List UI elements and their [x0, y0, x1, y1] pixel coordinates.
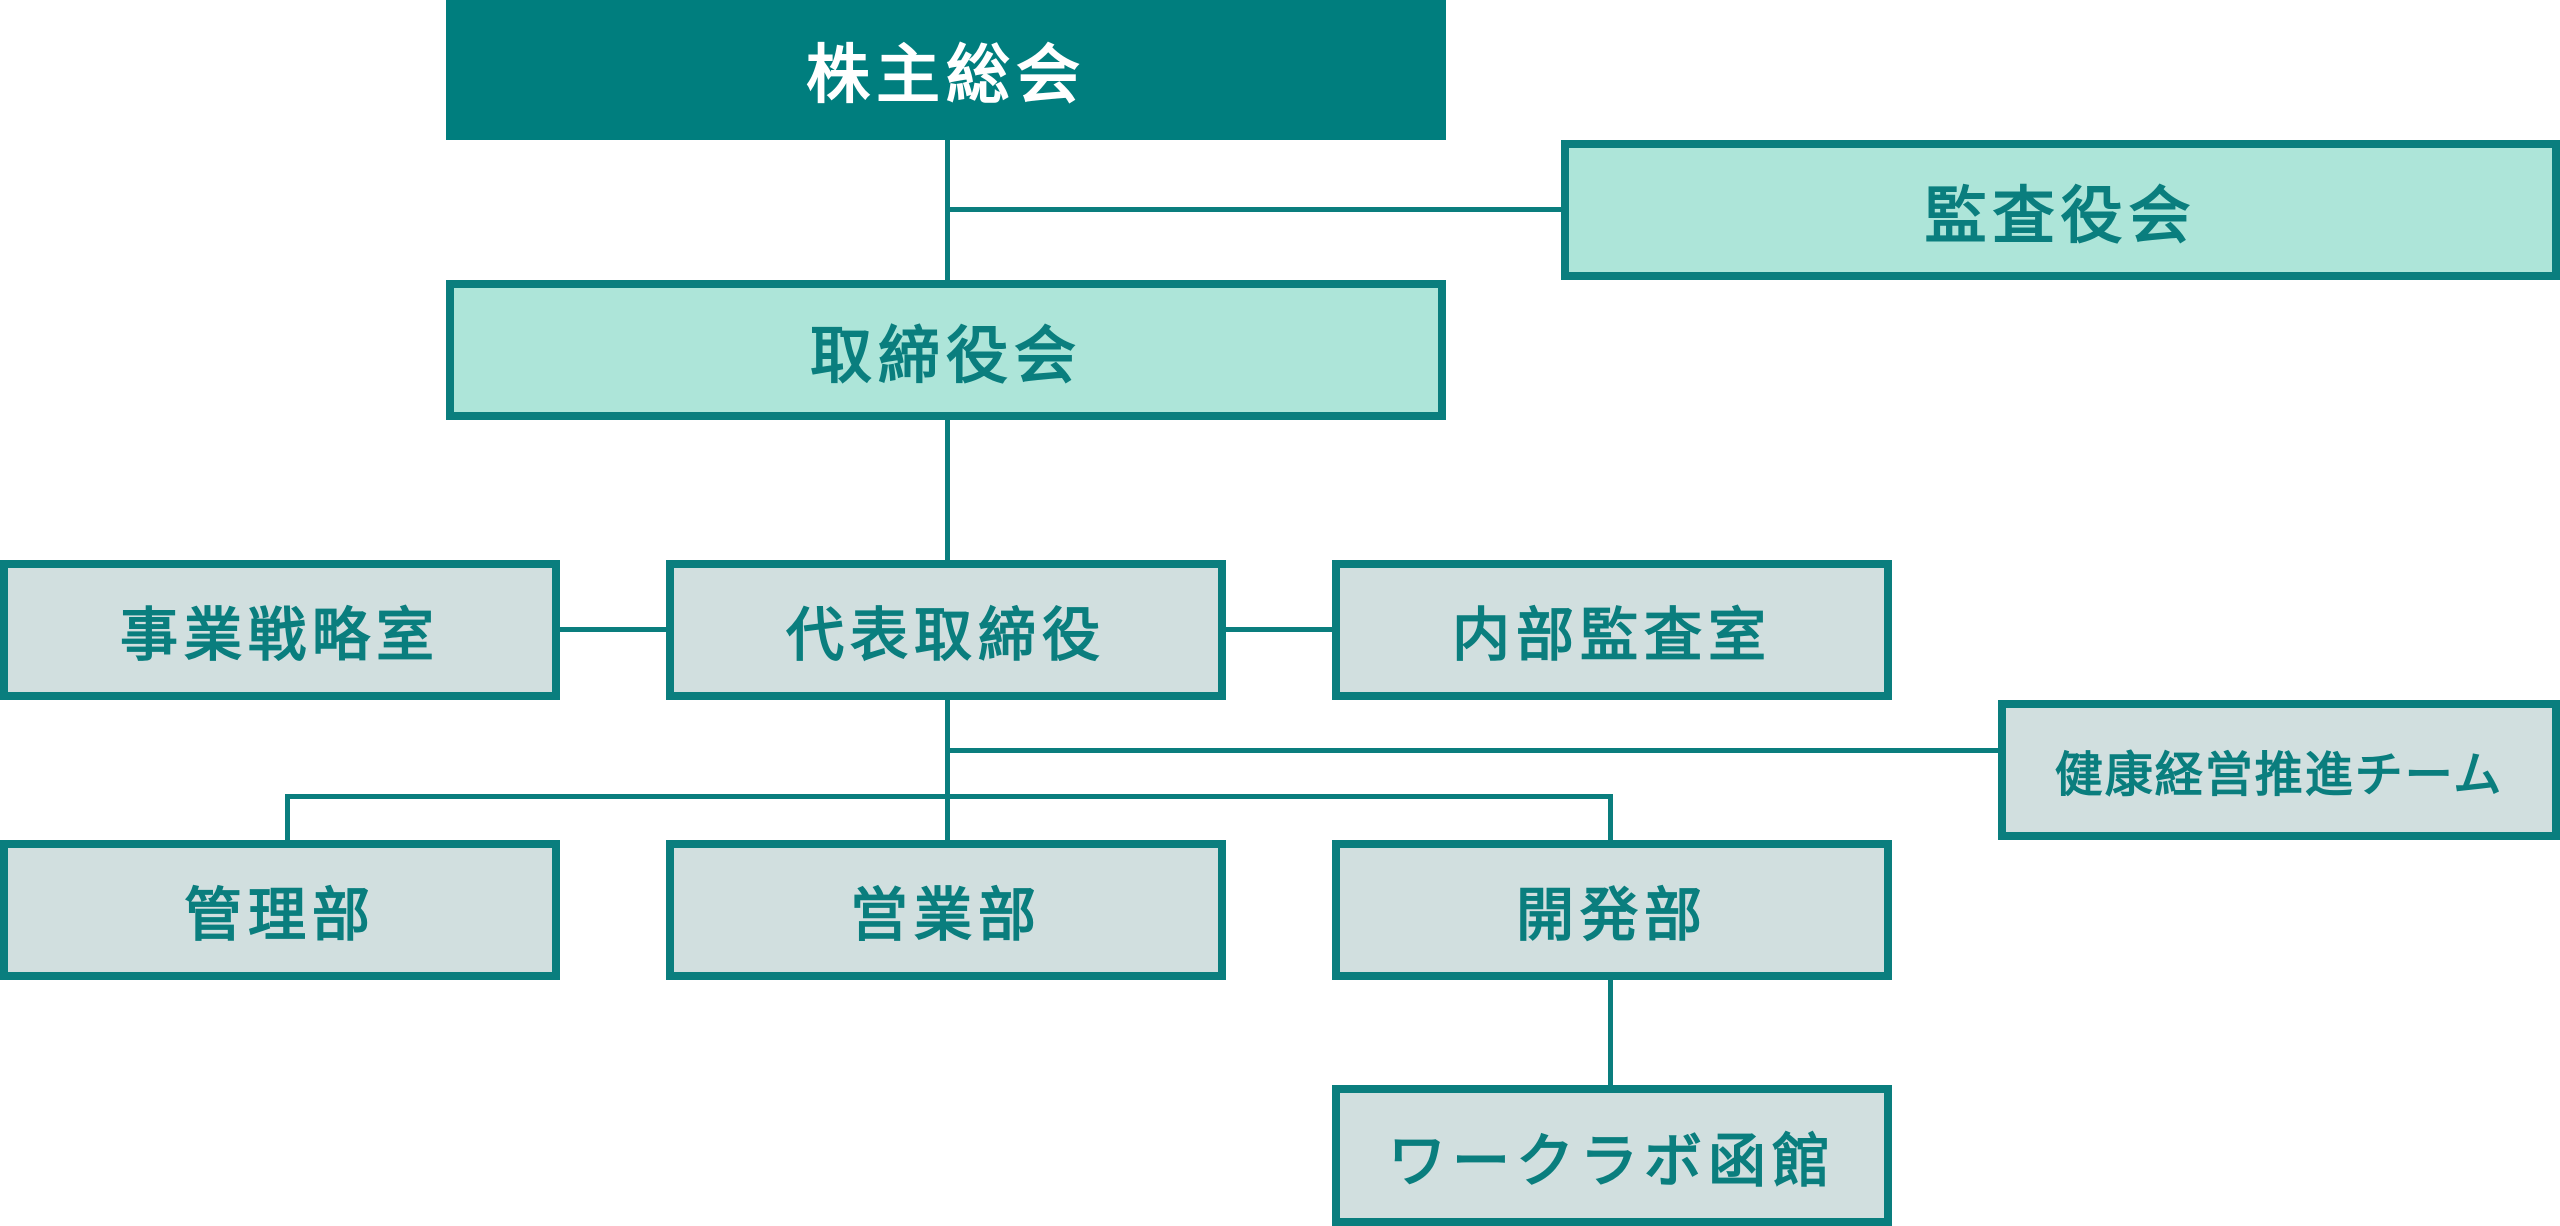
- connector-to-audit-board: [945, 207, 1565, 212]
- shareholders-meeting-box: 株主総会: [446, 0, 1446, 140]
- connector-to-administration: [285, 794, 290, 844]
- board-of-directors-label: 取締役会: [809, 319, 1082, 392]
- shareholders-meeting-label: 株主総会: [806, 39, 1086, 113]
- administration-department-box: 管理部: [0, 840, 560, 980]
- connector-board-representative: [945, 418, 950, 564]
- representative-director-box: 代表取締役: [666, 560, 1226, 700]
- connector-to-health-team: [945, 748, 2002, 753]
- internal-audit-office-label: 内部監査室: [1451, 601, 1772, 669]
- representative-director-label: 代表取締役: [785, 601, 1106, 669]
- connector-strategy-representative: [556, 627, 670, 632]
- sales-department-label: 営業部: [849, 881, 1042, 949]
- connector-to-development: [1608, 794, 1613, 844]
- connector-development-worklab: [1608, 978, 1613, 1088]
- development-department-box: 開発部: [1332, 840, 1892, 980]
- connector-representative-down: [945, 698, 950, 844]
- development-department-label: 開発部: [1515, 881, 1708, 949]
- business-strategy-office-label: 事業戦略室: [119, 601, 440, 669]
- audit-board-label: 監査役会: [1924, 179, 2197, 252]
- health-management-team-box: 健康経営推進チーム: [1998, 700, 2560, 840]
- work-lab-hakodate-box: ワークラボ函館: [1332, 1085, 1892, 1226]
- work-lab-hakodate-label: ワークラボ函館: [1387, 1126, 1836, 1195]
- business-strategy-office-box: 事業戦略室: [0, 560, 560, 700]
- internal-audit-office-box: 内部監査室: [1332, 560, 1892, 700]
- sales-department-box: 営業部: [666, 840, 1226, 980]
- connector-departments-horizontal: [285, 794, 1613, 799]
- connector-representative-audit-office: [1222, 627, 1336, 632]
- health-management-team-label: 健康経営推進チーム: [2054, 747, 2504, 803]
- administration-department-label: 管理部: [183, 881, 376, 949]
- board-of-directors-box: 取締役会: [446, 280, 1446, 420]
- audit-board-box: 監査役会: [1561, 140, 2560, 280]
